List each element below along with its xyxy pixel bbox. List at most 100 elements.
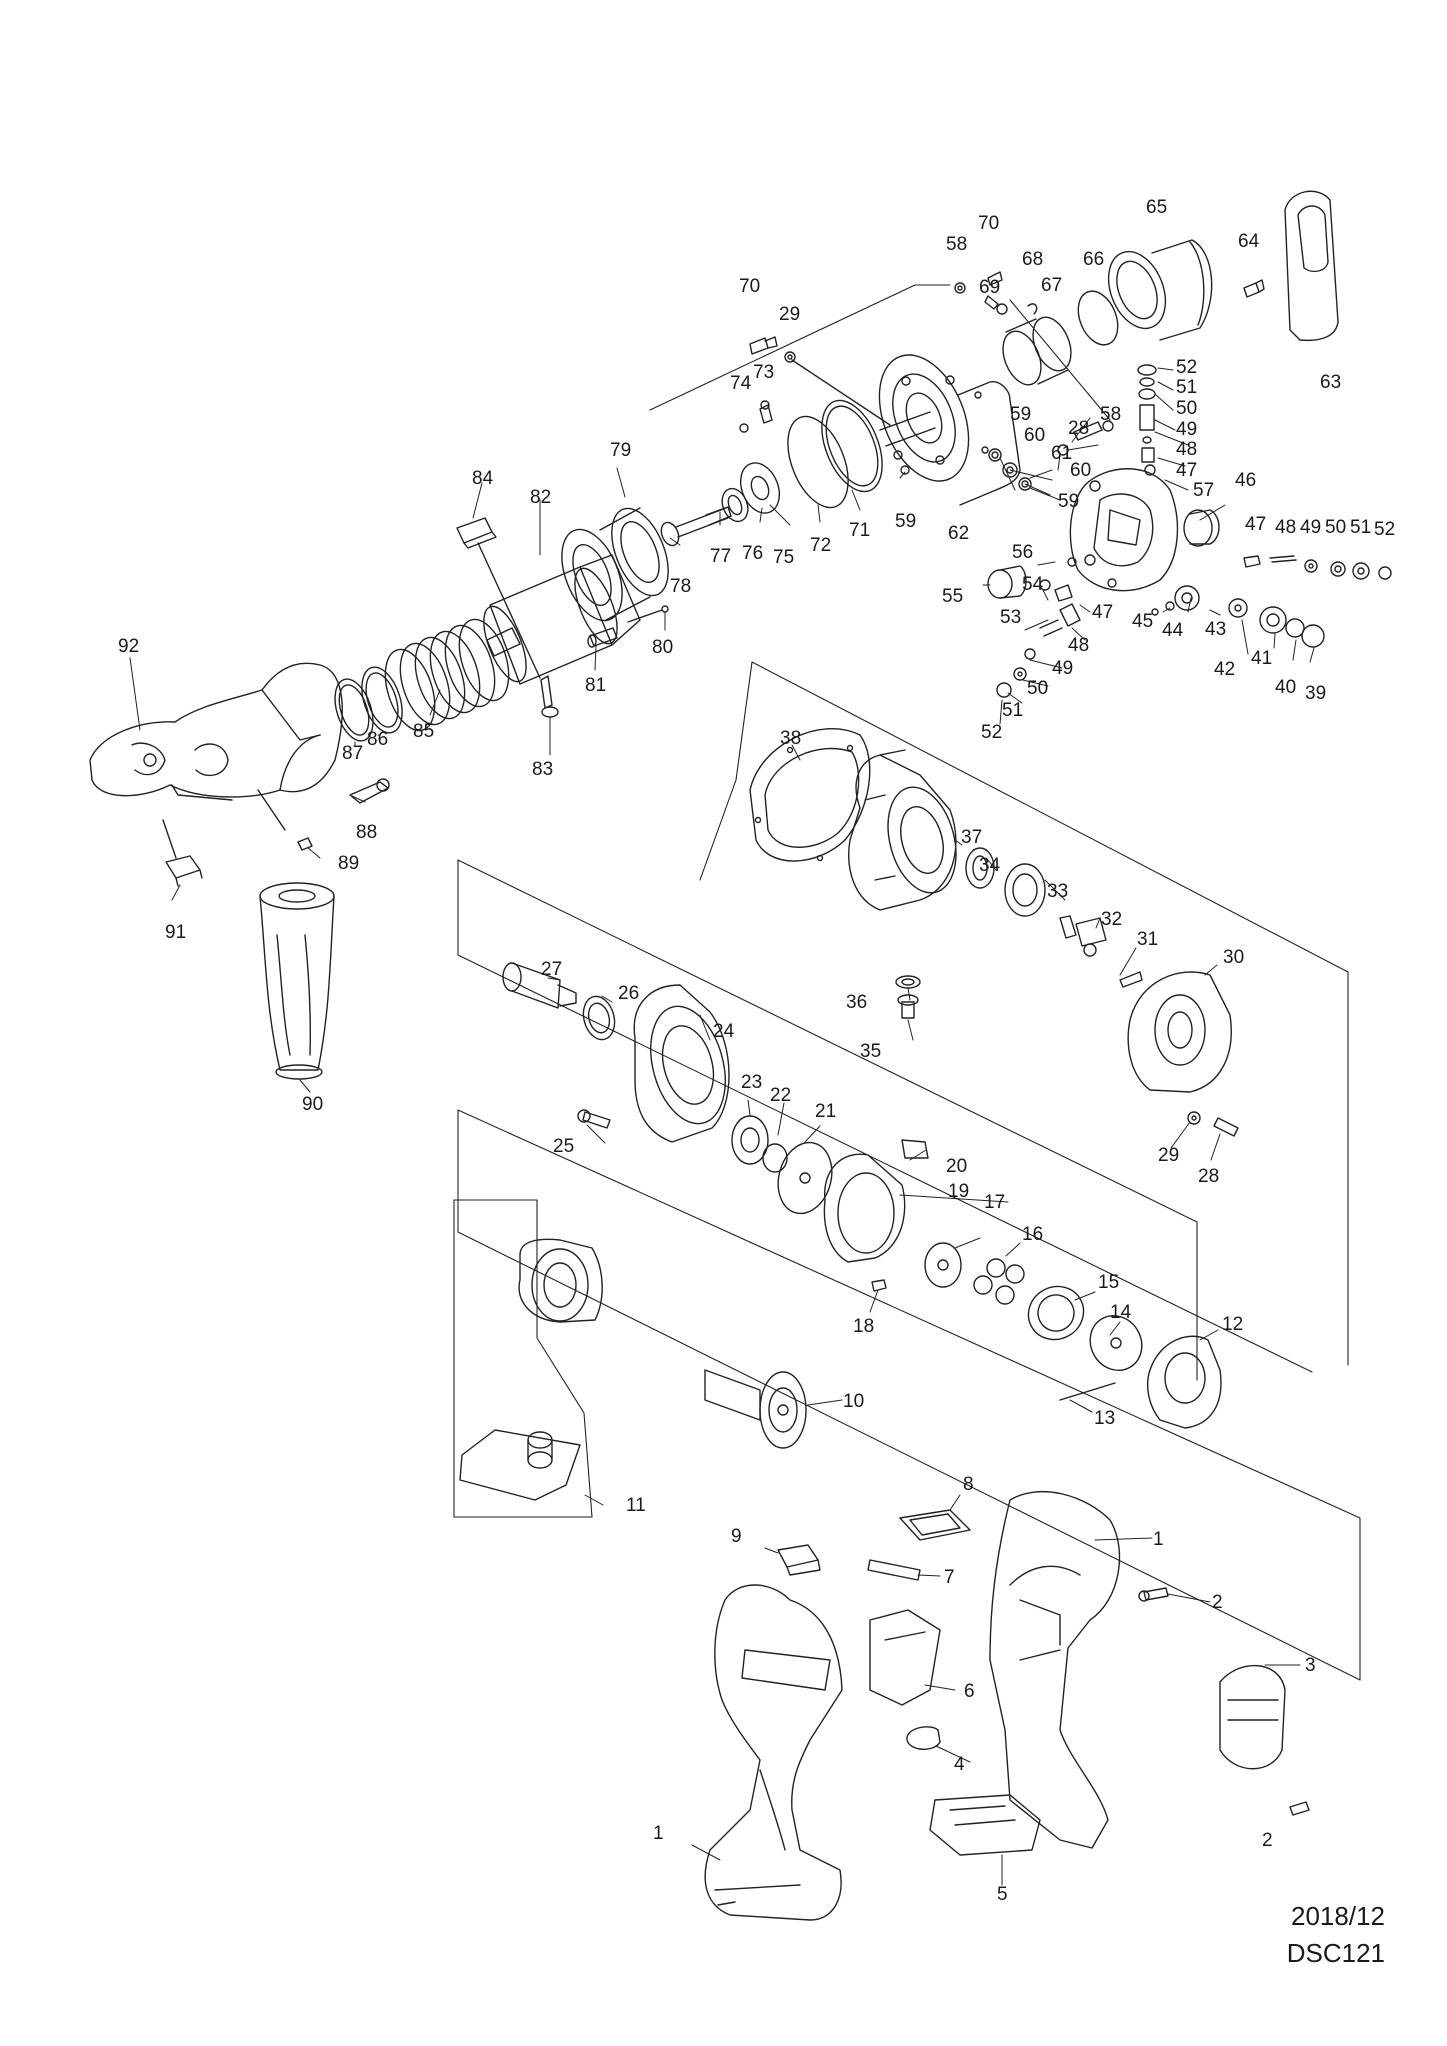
label-part-70a: 70 [978,213,999,234]
label-part-5: 5 [997,1884,1008,1905]
label-part-49a: 49 [1176,419,1197,440]
part-9-switch-cap [777,1544,821,1576]
part-1-housing-left [704,1584,843,1921]
part-34-33-bearings [965,847,1046,917]
label-part-21: 21 [815,1101,836,1122]
part-76-75-cap [721,462,781,523]
label-part-41: 41 [1251,648,1272,669]
part-81-80-pins [587,605,669,648]
label-part-1: 1 [653,1823,664,1844]
label-part-16: 16 [1022,1224,1043,1245]
part-30-plate [1127,971,1232,1093]
label-part-28b: 28 [1198,1166,1219,1187]
part-87-86-rings [334,666,403,742]
part-26-ring [582,995,616,1041]
label-part-28: 28 [1068,418,1089,439]
label-part-73: 73 [753,362,774,383]
part-5-terminal [929,1794,1041,1856]
label-part-83: 83 [532,759,553,780]
label-part-52b: 52 [1374,519,1395,540]
part-14-washer [1089,1315,1143,1371]
label-part-29: 29 [779,304,800,325]
label-part-48c: 48 [1068,635,1089,656]
part-47-48-49-50-51-52-series-bottom [996,603,1081,698]
label-part-82: 82 [530,487,551,508]
label-part-52c: 52 [981,722,1002,743]
label-part-53: 53 [1000,607,1021,628]
label-part-33: 33 [1047,881,1068,902]
footer-date: 2018/12 [1291,1901,1385,1931]
label-part-50c: 50 [1027,678,1048,699]
label-part-23: 23 [741,1072,762,1093]
part-stator [518,1238,603,1323]
part-3-cap [1219,1664,1286,1770]
label-part-49c: 49 [1052,658,1073,679]
label-part-48b: 48 [1275,517,1296,538]
label-part-8: 8 [963,1474,974,1495]
part-valve-body [1069,464,1179,592]
label-part-31: 31 [1137,929,1158,950]
part-38-gasket [749,728,871,862]
part-labels: 1 1 2 2 3 4 5 6 7 8 9 10 11 12 13 14 15 … [118,197,1395,1905]
label-part-39: 39 [1305,683,1326,704]
label-part-51a: 51 [1176,377,1197,398]
part-92-head [89,662,343,801]
label-part-45: 45 [1132,611,1153,632]
part-72-71-orings [787,399,883,509]
part-90-side-grip [257,789,335,1080]
label-part-30: 30 [1223,947,1244,968]
label-part-4: 4 [954,1754,965,1775]
label-part-58b: 58 [1100,404,1121,425]
part-70-29-fasteners [749,336,891,426]
label-part-68: 68 [1022,249,1043,270]
part-4-button [906,1726,941,1750]
label-part-70b: 70 [739,276,760,297]
label-part-25: 25 [553,1136,574,1157]
part-55-plug [987,565,1027,599]
part-8-pad [899,1509,971,1541]
label-part-90: 90 [302,1094,323,1115]
label-part-37: 37 [961,827,982,848]
part-83-bolt [477,542,559,718]
label-part-26: 26 [618,983,639,1004]
part-67-tube [1002,316,1072,386]
part-17-16-carrier [924,1242,1025,1305]
label-part-50a: 50 [1176,398,1197,419]
label-part-84: 84 [472,468,494,489]
label-part-35: 35 [860,1041,881,1062]
label-part-79: 79 [610,440,631,461]
label-part-60a: 60 [1024,425,1045,446]
label-part-91: 91 [165,922,186,943]
part-32-31-spindle [1059,915,1143,988]
label-part-88: 88 [356,822,377,843]
part-79-anvil [561,507,669,622]
part-39-42-bearings [1228,598,1325,648]
label-part-6: 6 [964,1681,975,1702]
label-part-55: 55 [942,586,963,607]
label-part-47a: 47 [1176,460,1197,481]
label-part-64: 64 [1238,231,1260,252]
group-frame-lines [453,284,1361,1681]
label-part-48a: 48 [1176,439,1197,460]
part-47-48-49-50-51-52-series-right [1243,555,1392,580]
label-part-74: 74 [730,373,752,394]
label-part-44: 44 [1162,620,1184,641]
label-part-47c: 47 [1092,602,1113,623]
part-27-shaft [502,962,577,1009]
part-43-44-45-bearing [1151,585,1200,616]
label-part-51b: 51 [1350,517,1371,538]
part-35-36-bolt [895,975,921,1019]
label-part-50b: 50 [1325,517,1346,538]
label-part-2: 2 [1212,1592,1223,1613]
part-46-cylinder [1183,509,1220,547]
label-part-15: 15 [1098,1272,1119,1293]
part-85-spring [384,618,510,732]
part-66-ring [1077,290,1119,346]
label-part-19: 19 [948,1181,969,1202]
label-part-59a: 59 [895,511,916,532]
label-part-59c: 59 [1058,491,1079,512]
label-part-63: 63 [1320,372,1341,393]
label-part-17: 17 [984,1192,1005,1213]
label-part-81: 81 [585,675,606,696]
label-part-51c: 51 [1002,700,1023,721]
